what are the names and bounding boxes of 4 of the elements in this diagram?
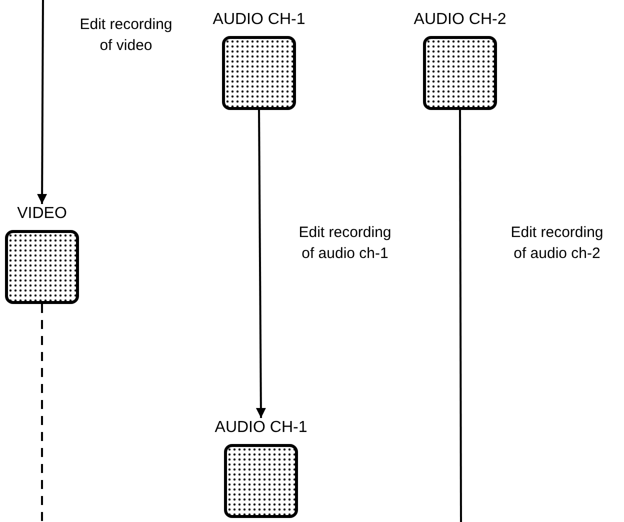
line — [459, 110, 462, 522]
arrow — [37, 0, 48, 204]
dashed-line — [41, 304, 43, 522]
arrow — [256, 110, 266, 418]
